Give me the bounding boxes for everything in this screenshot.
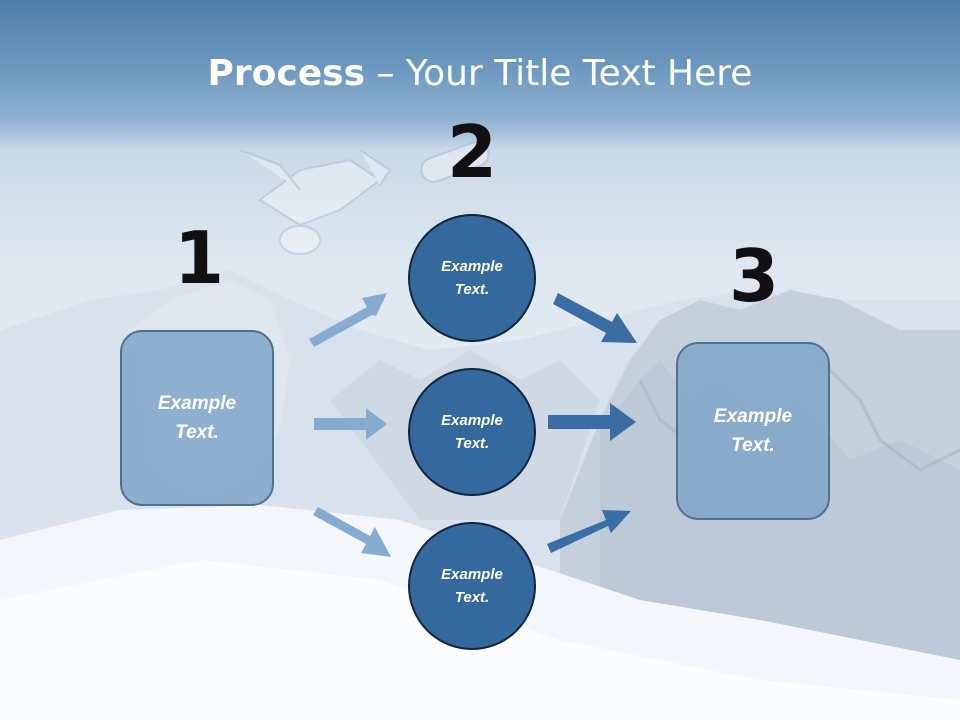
circle-top[interactable]: Example Text. <box>408 214 536 342</box>
title-rest: – Your Title Text Here <box>365 53 753 94</box>
step-3-number: 3 <box>728 234 780 318</box>
circle-middle-line2: Text. <box>454 435 490 452</box>
circle-middle[interactable]: Example Text. <box>408 368 536 496</box>
slide-title: Process – Your Title Text Here <box>0 52 960 96</box>
right-process-box[interactable]: Example Text. <box>676 342 830 520</box>
step-1-number: 1 <box>173 216 225 300</box>
left-box-line2: Text. <box>175 422 219 443</box>
step-2-number: 2 <box>446 110 498 194</box>
right-box-line1: Example <box>713 406 793 427</box>
circle-middle-line1: Example <box>441 412 503 429</box>
circle-top-line1: Example <box>441 258 503 275</box>
circle-bottom[interactable]: Example Text. <box>408 522 536 650</box>
circle-bottom-line1: Example <box>441 566 503 583</box>
left-process-box[interactable]: Example Text. <box>120 330 274 506</box>
circle-bottom-line2: Text. <box>454 589 490 606</box>
left-box-line1: Example <box>157 393 237 414</box>
right-box-line2: Text. <box>731 435 775 456</box>
circle-top-line2: Text. <box>454 281 490 298</box>
title-bold: Process <box>207 53 366 94</box>
